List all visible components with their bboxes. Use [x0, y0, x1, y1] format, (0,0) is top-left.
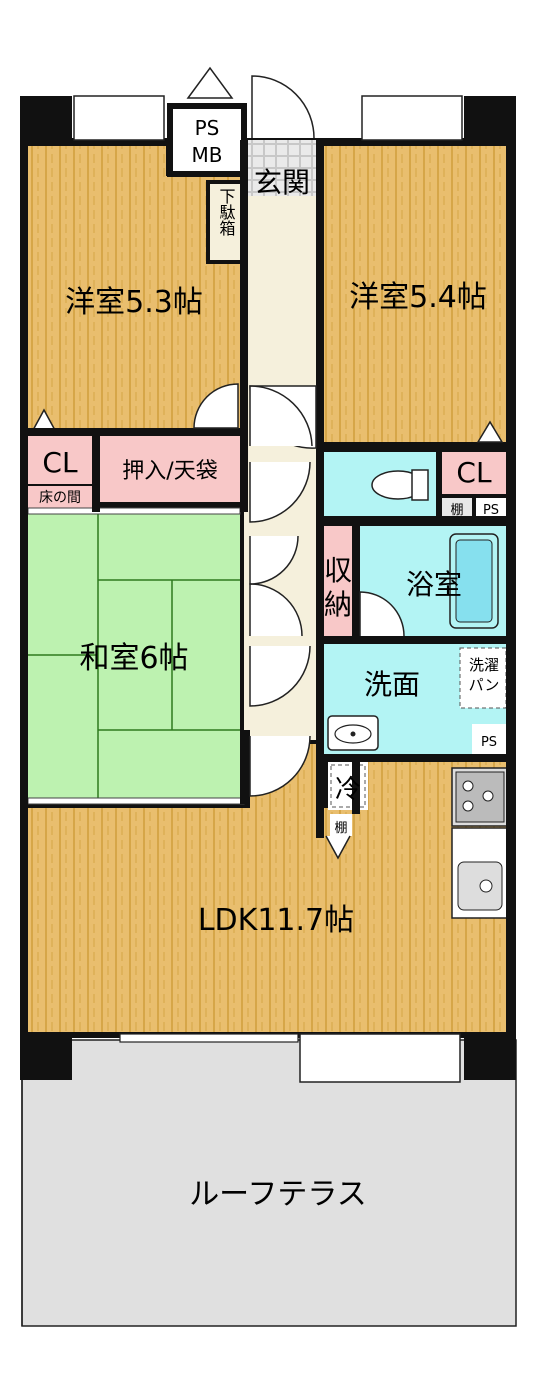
oshiire-closet	[100, 436, 240, 502]
washroom	[324, 644, 507, 754]
window-top-left	[73, 95, 165, 141]
label-entrance: 玄関	[254, 166, 310, 199]
closet-left	[28, 436, 92, 484]
label-laundry-2: パン	[469, 676, 500, 694]
ps-mb-box	[167, 103, 247, 177]
label-ldk: LDK11.7帖	[198, 903, 354, 938]
label-terrace: ルーフテラス	[189, 1177, 367, 1212]
shelf-toilet	[442, 498, 472, 518]
western-room-right	[324, 146, 506, 442]
label-shelf-kitchen: 棚	[334, 821, 347, 836]
label-oshiire: 押入/天袋	[122, 459, 217, 484]
entrance-tiles	[244, 140, 316, 196]
alcove	[28, 486, 92, 508]
label-washroom: 洗面	[364, 668, 420, 701]
label-closet-right: CL	[456, 456, 492, 489]
doors	[193, 383, 405, 860]
ps-toilet	[476, 498, 506, 518]
window-bottom-right	[299, 1033, 461, 1083]
roof-terrace	[21, 1039, 517, 1327]
label-shoe-box: 下駄箱	[217, 188, 236, 236]
japanese-room	[27, 507, 245, 805]
label-ps-wash: PS	[481, 735, 497, 750]
label-storage-1: 収	[324, 554, 352, 587]
label-japanese: 和室6帖	[79, 641, 188, 676]
label-closet-left: CL	[42, 446, 78, 479]
label-laundry-1: 洗濯	[469, 656, 499, 674]
window-top-right	[361, 95, 463, 141]
label-alcove: 床の間	[39, 490, 81, 506]
interior-walls	[20, 138, 516, 1038]
closet-right	[442, 450, 506, 494]
western-room-left	[28, 146, 240, 428]
label-western-left: 洋室5.3帖	[65, 285, 203, 320]
label-mb: MB	[192, 143, 223, 167]
kitchen-counter	[451, 767, 509, 919]
label-ps: PS	[195, 116, 220, 140]
label-shelf-toilet: 棚	[450, 503, 463, 518]
toilet-room	[324, 452, 436, 516]
window-bottom-left	[119, 1033, 299, 1043]
label-western-right: 洋室5.4帖	[349, 280, 487, 315]
label-fridge: 冷	[335, 775, 361, 805]
label-storage-2: 納	[324, 588, 352, 621]
label-ps-toilet: PS	[483, 503, 499, 518]
storage-closet	[324, 526, 352, 636]
entrance-door	[186, 66, 315, 139]
shoe-box	[206, 180, 246, 264]
label-bathroom: 浴室	[406, 568, 462, 601]
